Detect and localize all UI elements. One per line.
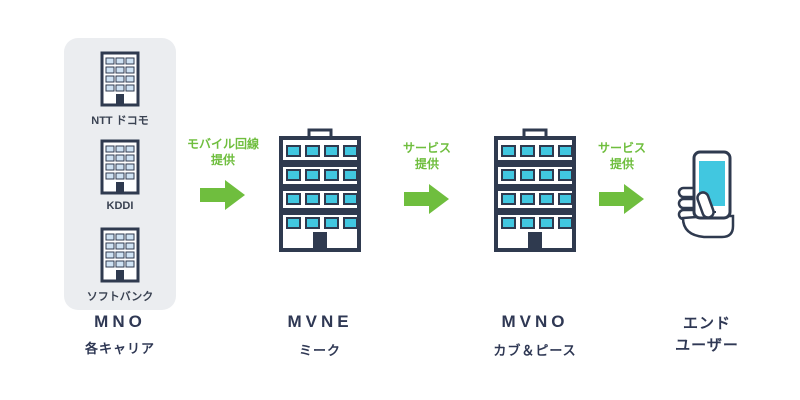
mno-title: MNO (94, 312, 146, 331)
mvne-subtitle: ミーク (298, 343, 341, 358)
flow-label-line1: サービス (402, 141, 451, 155)
carrier-building-icon (94, 224, 146, 289)
flow-label-line1: モバイル回線 (186, 137, 259, 151)
mvne-title: MVNE (287, 312, 353, 331)
carrier-label: ソフトバンク (86, 291, 154, 303)
flow-label-line1: サービス (597, 141, 646, 155)
smartphone-hand-icon (670, 148, 742, 245)
end-user-label-line1: エンド (682, 315, 731, 332)
right-arrow-icon (599, 182, 645, 221)
right-arrow-icon (200, 178, 246, 217)
mvno-building-icon (490, 128, 580, 259)
carrier-label: KDDI (106, 200, 134, 212)
carrier-label: NTT ドコモ (91, 115, 149, 127)
flow-label-line2: 提供 (414, 157, 439, 172)
flow-mobile-line: モバイル回線 提供 (181, 136, 265, 217)
flow-label-line2: 提供 (609, 157, 634, 172)
right-arrow-icon (404, 182, 450, 221)
carrier-building-icon (94, 136, 146, 201)
mvno-subtitle: カブ＆ピース (493, 343, 577, 358)
carrier-building-icon (94, 48, 146, 113)
flow-service-1: サービス 提供 (385, 140, 469, 221)
mvno-title: MVNO (501, 312, 569, 331)
end-user-label-line2: ユーザー (675, 337, 739, 354)
flow-label-line2: 提供 (210, 153, 235, 168)
flow-service-2: サービス 提供 (580, 140, 664, 221)
mno-subtitle: 各キャリア (84, 341, 155, 356)
mvne-building-icon (275, 128, 365, 259)
